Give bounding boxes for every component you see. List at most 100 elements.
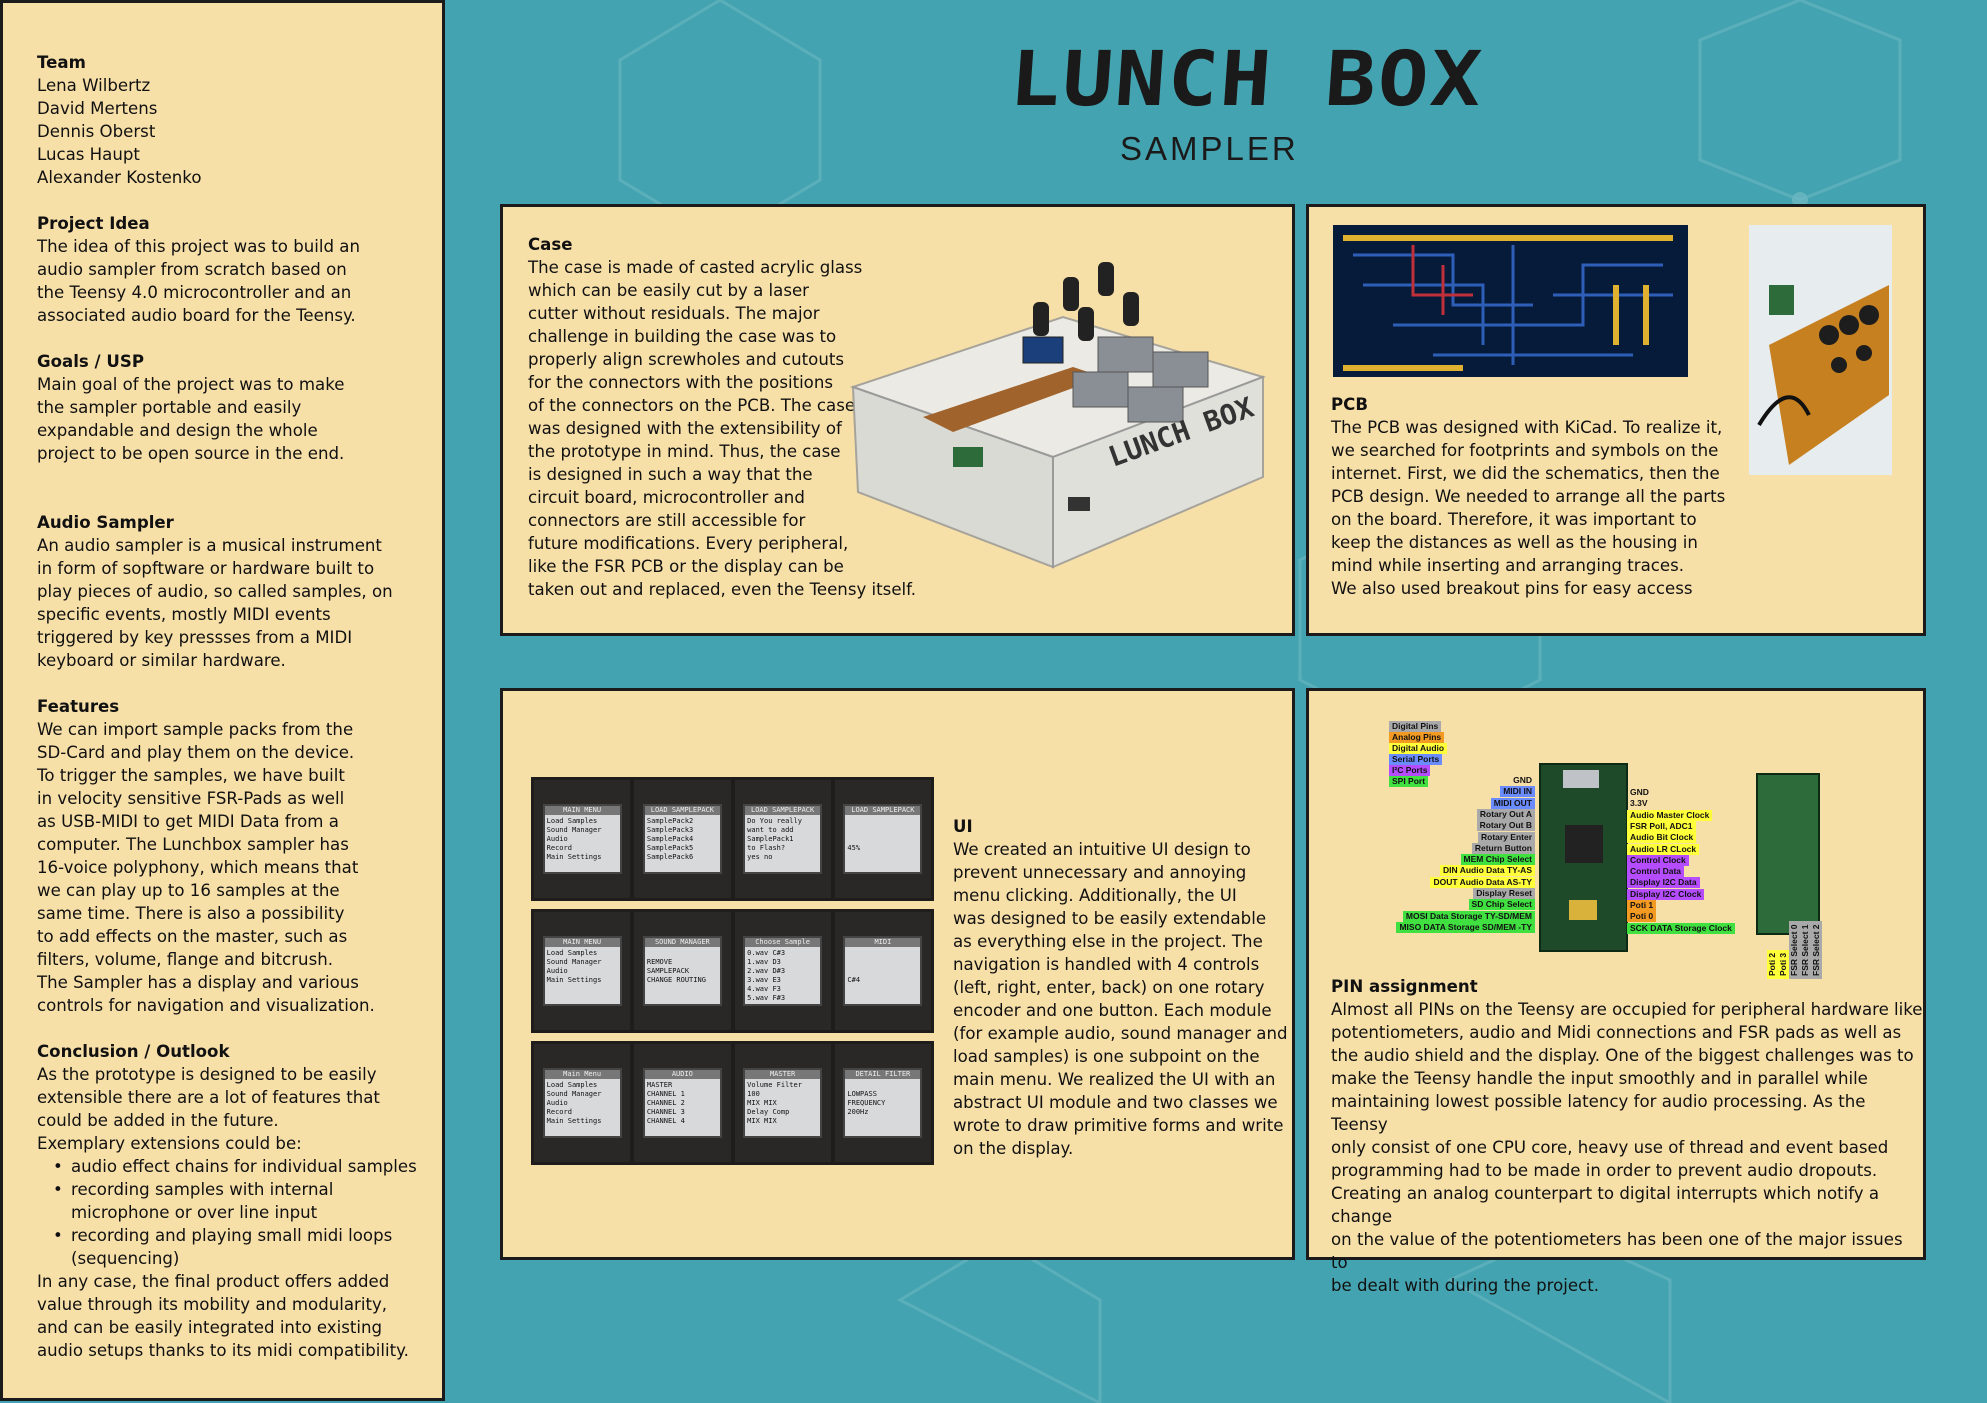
text-line: SD-Card and play them on the device. bbox=[37, 743, 355, 762]
screen-line: Main Settings bbox=[546, 975, 602, 984]
screen-line: 45% bbox=[847, 843, 861, 852]
team-member: Dennis Oberst bbox=[37, 122, 156, 141]
screen-line bbox=[847, 817, 918, 826]
text-line: connectors are still accessible for bbox=[528, 511, 806, 530]
text-line: be dealt with during the project. bbox=[1331, 1276, 1599, 1295]
text-line: encoder and one button. Each module bbox=[953, 1001, 1272, 1020]
screen-line bbox=[847, 958, 918, 967]
pin-label: MOSI Data Storage TY-SD/MEM bbox=[1402, 910, 1535, 922]
pcb-photo bbox=[1749, 225, 1892, 475]
text-line: abstract UI module and two classes we bbox=[953, 1093, 1278, 1112]
text-line: is designed in such a way that the bbox=[528, 465, 813, 484]
screen-line: Audio bbox=[546, 966, 568, 975]
text-line: controls for navigation and visualizatio… bbox=[37, 996, 375, 1015]
screen-line: CHANNEL 2 bbox=[646, 1098, 685, 1107]
screen-line: to Flash? bbox=[747, 843, 786, 852]
pin-label: Rotary Out B bbox=[1476, 820, 1535, 832]
pin-label: MIDI IN bbox=[1500, 786, 1535, 798]
pin-label: FSR Select 0 bbox=[1789, 921, 1800, 979]
goals-section: Goals / USP Main goal of the project was… bbox=[37, 350, 422, 465]
screen-title: LOAD SAMPLEPACK bbox=[845, 805, 921, 815]
pin-text: PIN assignment Almost all PINs on the Te… bbox=[1331, 975, 1923, 1297]
pin-label: MISO DATA Storage SD/MEM -TY bbox=[1396, 921, 1535, 933]
screen-line bbox=[847, 1081, 918, 1090]
features-section: Features We can import sample packs from… bbox=[37, 695, 422, 1017]
text-line: like the FSR PCB or the display can be bbox=[528, 557, 844, 576]
crystal bbox=[1569, 900, 1597, 920]
pcb-panel: PCB The PCB was designed with KiCad. To … bbox=[1306, 204, 1926, 636]
text-line: internet. First, we did the schematics, … bbox=[1331, 464, 1720, 483]
text-line: properly align screwholes and cutouts bbox=[528, 350, 845, 369]
pin-label: Display Reset bbox=[1473, 888, 1535, 899]
screen-line: C#4 bbox=[847, 975, 861, 984]
screen-line: yes no bbox=[747, 852, 773, 861]
text-line: challenge in building the case was to bbox=[528, 327, 837, 346]
screen-line: Sound Manager bbox=[546, 957, 602, 966]
screen-line: Audio bbox=[546, 834, 568, 843]
screen-line: Do You really bbox=[747, 816, 802, 825]
pin-label: Rotary Enter bbox=[1477, 831, 1535, 843]
screen-line: Sound Manager bbox=[546, 825, 602, 834]
screen-line: Main Settings bbox=[546, 1116, 602, 1125]
screen-line: 1.wav D3 bbox=[747, 957, 781, 966]
text-line: on the board. Therefore, it was importan… bbox=[1331, 510, 1697, 529]
extensions-list: audio effect chains for individual sampl… bbox=[37, 1155, 422, 1270]
text-line: Main goal of the project was to make bbox=[37, 375, 345, 394]
pin-label: SD Chip Select bbox=[1468, 899, 1535, 911]
screen-line: Record bbox=[546, 1107, 572, 1116]
text-line: triggered by key pressses from a MIDI bbox=[37, 628, 353, 647]
pin-label: Digital Pins bbox=[1389, 721, 1442, 732]
pcb-text: PCB The PCB was designed with KiCad. To … bbox=[1331, 393, 1725, 600]
text-line: potentiometers, audio and Midi connectio… bbox=[1331, 1023, 1902, 1042]
pcb-heading: PCB bbox=[1331, 395, 1368, 414]
text-line: mind while inserting and arranging trace… bbox=[1331, 556, 1685, 575]
screen-title: Choose Sample bbox=[745, 937, 821, 947]
text-line: of the connectors on the PCB. The case bbox=[528, 396, 856, 415]
text-line: value through its mobility and modularit… bbox=[37, 1295, 388, 1314]
screen-line: MIX MIX bbox=[747, 1098, 777, 1107]
screen-line: 4.wav F3 bbox=[747, 984, 781, 993]
text-line: extensible there are a lot of features t… bbox=[37, 1088, 380, 1107]
text-line: taken out and replaced, even the Teensy … bbox=[528, 580, 917, 599]
text-line: The case is made of casted acrylic glass bbox=[528, 258, 863, 277]
text-line: navigation is handled with 4 controls bbox=[953, 955, 1260, 974]
text-line: We also used breakout pins for easy acce… bbox=[1331, 579, 1693, 598]
screen-title: MAIN MENU bbox=[544, 805, 620, 815]
text-line: we can play up to 16 samples at the bbox=[37, 881, 340, 900]
pin-label: Rotary Out A bbox=[1476, 808, 1535, 820]
page-title: LUNCH BOX bbox=[1006, 34, 1487, 124]
screen-title: Main Menu bbox=[544, 1069, 620, 1079]
screen-title: MAIN MENU bbox=[544, 937, 620, 947]
text-line: programming had to be made in order to p… bbox=[1331, 1161, 1878, 1180]
screen-line: Main Settings bbox=[546, 852, 602, 861]
text-line: The Sampler has a display and various bbox=[37, 973, 359, 992]
screen-line: SamplePack5 bbox=[646, 843, 694, 852]
text-line: maintaining lowest possible latency for … bbox=[1331, 1092, 1866, 1134]
text-line: on the value of the potentiometers has b… bbox=[1331, 1230, 1903, 1272]
screen-line: Load Samples bbox=[546, 948, 598, 957]
screen-line: 200Hz bbox=[847, 1107, 869, 1116]
text-line: which can be easily cut by a laser bbox=[528, 281, 809, 300]
text-line: Creating an analog counterpart to digita… bbox=[1331, 1184, 1880, 1226]
pin-label: Return Button bbox=[1471, 842, 1535, 854]
pin-label: FSR Select 1 bbox=[1800, 921, 1811, 979]
pin-label: DIN Audio Data TY-AS bbox=[1440, 865, 1535, 877]
text-line: To trigger the samples, we have built bbox=[37, 766, 345, 785]
text-line: as everything else in the project. The bbox=[953, 932, 1263, 951]
screen-line: SamplePack2 bbox=[646, 816, 694, 825]
text-line: only consist of one CPU core, heavy use … bbox=[1331, 1138, 1889, 1157]
text-line: cutter without residuals. The major bbox=[528, 304, 820, 323]
pin-label: Audio Bit Clock bbox=[1627, 832, 1697, 844]
page-subtitle: SAMPLER bbox=[1120, 130, 1299, 167]
pin-label: Audio Master Clock bbox=[1627, 809, 1713, 821]
text-line: future modifications. Every peripheral, bbox=[528, 534, 849, 553]
